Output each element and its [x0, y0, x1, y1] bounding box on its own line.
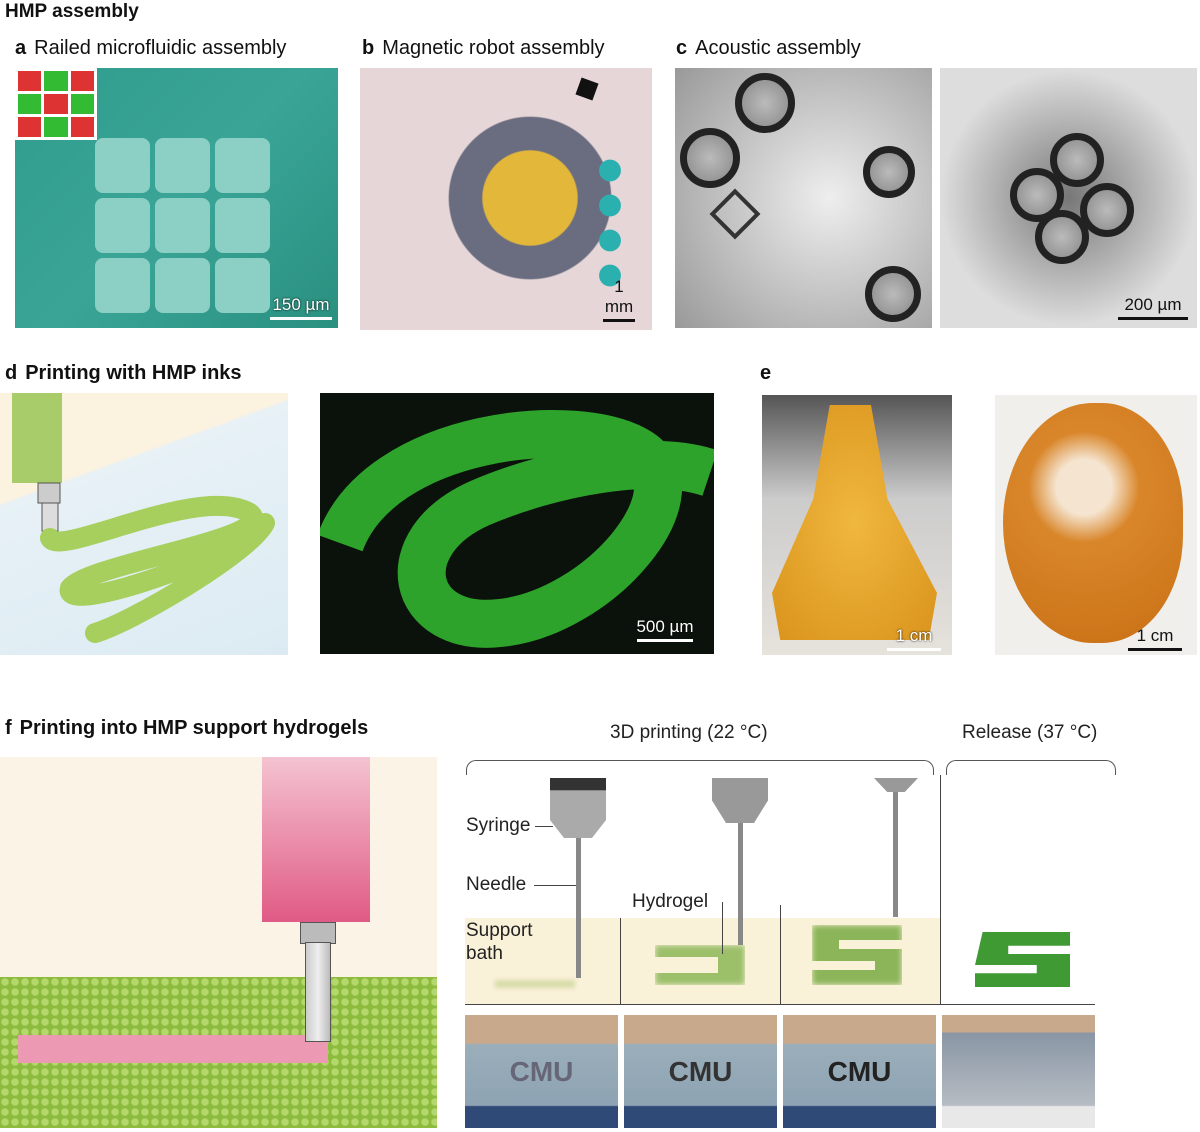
panel-d-label: d Printing with HMP inks: [5, 362, 242, 385]
photo-strip: CMU CMU CMU: [465, 1015, 1095, 1128]
needle-3: [893, 792, 898, 917]
needle-2: [738, 823, 743, 945]
scale-bar-c: 200 µm: [1115, 295, 1191, 320]
teal-discs: [590, 153, 630, 293]
bath-label: bath: [466, 943, 503, 964]
hydrogel-label: Hydrogel: [632, 891, 709, 912]
syringe-1: [550, 778, 606, 838]
scale-bar-e1: 1 cm: [884, 626, 944, 651]
panel-title: Printing with HMP inks: [25, 362, 242, 384]
printed-filament: [18, 1035, 328, 1063]
syringe-hub: [300, 922, 336, 944]
bracket-printing: [466, 760, 934, 775]
panel-title: Railed microfluidic assembly: [34, 37, 287, 59]
panel-letter: b: [362, 37, 375, 59]
scale-bar-e2: 1 cm: [1125, 626, 1185, 651]
panel-c-label: c Acoustic assembly: [676, 37, 861, 60]
photo-step-2: CMU: [624, 1015, 777, 1128]
stage-release-label: Release (37 °C): [962, 722, 1098, 743]
panel-b-image: 1 mm: [360, 68, 652, 330]
syringe-label: Syringe: [466, 815, 531, 836]
magnet: [575, 77, 599, 101]
panel-a-label: a Railed microfluidic assembly: [15, 37, 286, 60]
scale-bar-a: 150 µm: [270, 295, 332, 320]
panel-title: Magnetic robot assembly: [382, 37, 605, 59]
panel-letter: f: [5, 717, 12, 739]
panel-letter: c: [676, 37, 688, 59]
panel-e-image-ear: 1 cm: [995, 395, 1197, 655]
panel-f-illustration: [0, 757, 437, 1128]
printed-loop: [317, 410, 718, 648]
ink-filament: [12, 393, 275, 643]
legend-grid: [15, 68, 97, 140]
panel-b-label: b Magnetic robot assembly: [362, 37, 605, 60]
support-label: Support: [466, 920, 533, 941]
needle: [305, 942, 331, 1042]
hydrogel-step-1: [495, 980, 575, 988]
stage-printing-label: 3D printing (22 °C): [610, 722, 768, 743]
panel-f-label: f Printing into HMP support hydrogels: [5, 717, 368, 740]
hydrogel-released: [975, 932, 1070, 987]
hydrogel-step-3: [812, 925, 902, 985]
hmp-grid: [95, 138, 270, 313]
photo-step-1: CMU: [465, 1015, 618, 1128]
photo-step-3: CMU: [783, 1015, 936, 1128]
syringe-3: [874, 778, 918, 792]
panel-a-image: 150 µm: [15, 68, 338, 328]
panel-c-image-2: 200 µm: [940, 68, 1197, 328]
photo-release: [942, 1015, 1095, 1128]
panel-d-illustration: [0, 393, 288, 655]
needle-1: [576, 838, 581, 978]
panel-letter: d: [5, 362, 18, 384]
panel-e-image-nose: 1 cm: [762, 395, 952, 655]
panel-d-image: 500 µm: [317, 393, 718, 654]
panel-e-label: e: [760, 362, 772, 384]
panel-c-image-1: [675, 68, 932, 328]
bracket-release: [946, 760, 1116, 775]
figure-title: HMP assembly: [5, 1, 139, 22]
scale-bar-b: 1 mm: [598, 277, 640, 322]
panel-title: Acoustic assembly: [695, 37, 861, 59]
needle-label: Needle: [466, 874, 527, 895]
scale-bar-d: 500 µm: [632, 617, 698, 642]
panel-title: Printing into HMP support hydrogels: [19, 717, 369, 739]
syringe-2: [712, 778, 768, 823]
panel-letter: a: [15, 37, 27, 59]
syringe-barrel: [262, 757, 370, 922]
